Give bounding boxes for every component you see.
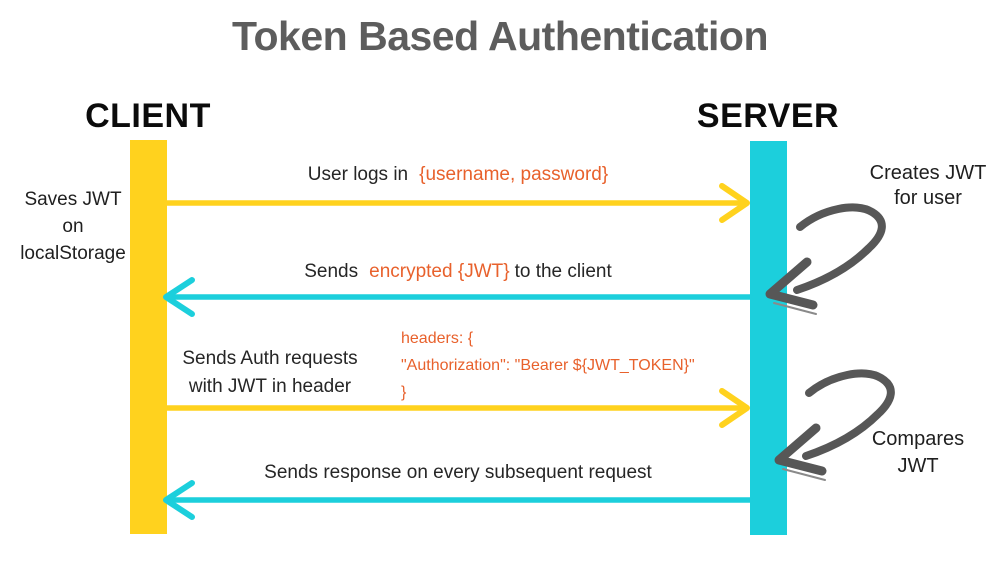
arrowhead-left-icon bbox=[163, 277, 195, 317]
page-title: Token Based Authentication bbox=[232, 13, 769, 59]
arrow-user-login bbox=[164, 183, 750, 223]
code-line: } bbox=[401, 384, 407, 401]
message-highlight-text: encrypted {JWT} bbox=[369, 261, 510, 282]
client-note: Saves JWT on localStorage bbox=[2, 186, 144, 267]
annotation-line: Creates JWT bbox=[869, 162, 987, 184]
message-text: Sends Auth requests bbox=[182, 348, 358, 369]
arrowhead-left-icon bbox=[163, 480, 195, 520]
arrowhead-right-icon bbox=[719, 183, 750, 223]
client-note-line: localStorage bbox=[20, 243, 126, 264]
client-note-line: Saves JWT bbox=[24, 189, 122, 210]
annotation-creates-jwt: Creates JWT for user bbox=[853, 161, 1000, 211]
message-text: Sends bbox=[304, 261, 359, 282]
message-auth-request-code: headers: { "Authorization": "Bearer ${JW… bbox=[401, 325, 751, 406]
code-line: headers: { bbox=[401, 330, 474, 347]
annotation-line: for user bbox=[894, 187, 962, 209]
server-actor-label: SERVER bbox=[696, 97, 840, 135]
message-text: Sends response on every subsequent reque… bbox=[264, 462, 652, 483]
annotation-compares-jwt: Compares JWT bbox=[851, 426, 985, 480]
message-send-jwt-label: Sends encrypted {JWT}to the client bbox=[160, 260, 756, 284]
annotation-line: JWT bbox=[897, 455, 939, 477]
message-text: to the client bbox=[514, 261, 612, 282]
arrow-response bbox=[163, 480, 753, 520]
client-note-line: on bbox=[62, 216, 84, 237]
annotation-line: Compares bbox=[871, 428, 965, 450]
message-user-login-label: User logs in {username, password} bbox=[160, 163, 756, 187]
message-auth-request-label: Sends Auth requests with JWT in header bbox=[166, 345, 374, 401]
message-text: with JWT in header bbox=[188, 376, 352, 397]
message-text: User logs in bbox=[307, 164, 409, 185]
message-highlight-text: {username, password} bbox=[419, 164, 609, 185]
message-response-label: Sends response on every subsequent reque… bbox=[160, 461, 756, 485]
arrow-send-jwt bbox=[163, 277, 753, 317]
self-loop-creates-jwt-icon bbox=[765, 203, 886, 315]
client-actor-label: CLIENT bbox=[85, 97, 211, 135]
code-line: "Authorization": "Bearer ${JWT_TOKEN}" bbox=[401, 357, 695, 374]
